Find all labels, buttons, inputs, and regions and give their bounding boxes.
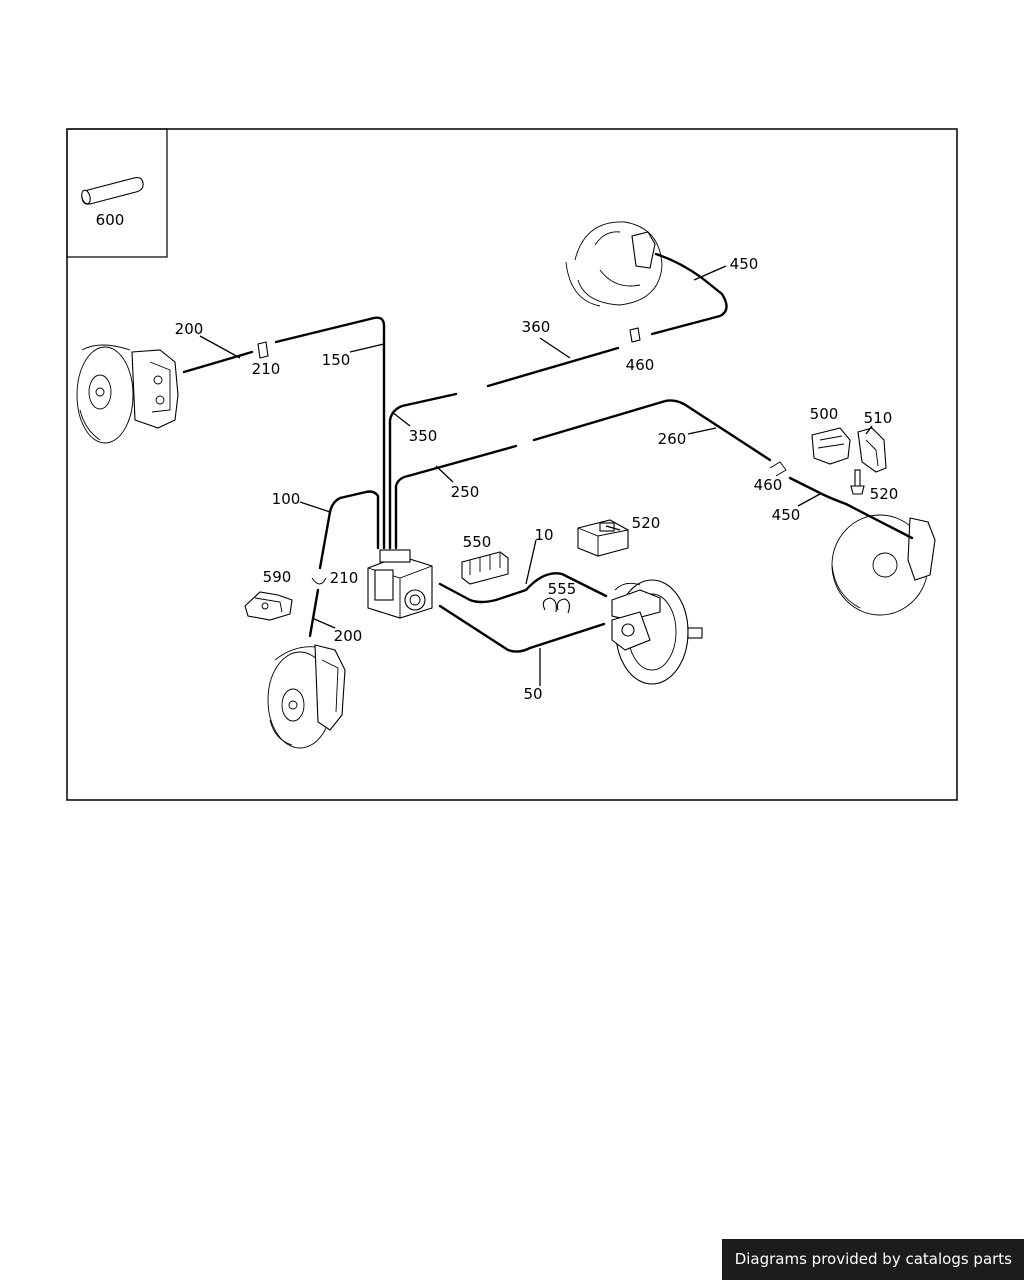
credit-banner: Diagrams provided by catalogs parts: [721, 1239, 1024, 1280]
callout-260: 260: [658, 430, 687, 448]
clamp-555-part: [542, 597, 571, 614]
brake-disc-lower-left: [267, 644, 346, 749]
callout-520-right: 520: [870, 485, 899, 503]
callout-350: 350: [409, 427, 438, 445]
diagram-frame: [66, 128, 958, 801]
callout-210-left: 210: [252, 360, 281, 378]
callout-500: 500: [810, 405, 839, 423]
callout-520-mid: 520: [632, 514, 661, 532]
abs-unit: [367, 549, 433, 619]
callout-labels: 600 200 210 150 360 460 450 350 250 260 …: [96, 211, 899, 703]
sleeve-600-part: [81, 177, 144, 205]
callout-550: 550: [463, 533, 492, 551]
callout-460-right: 460: [754, 476, 783, 494]
callout-600: 600: [96, 211, 125, 229]
bolt-520-part: [850, 469, 865, 495]
holder-550-part: [461, 551, 509, 585]
clip-460-top: [629, 327, 641, 343]
callout-510: 510: [864, 409, 893, 427]
callout-10: 10: [534, 526, 553, 544]
callout-200-left: 200: [175, 320, 204, 338]
clip-460-right: [769, 461, 787, 477]
callout-590: 590: [263, 568, 292, 586]
clip-210-upper: [257, 341, 269, 359]
brake-disc-left: [76, 344, 179, 444]
brake-disc-right: [831, 514, 936, 616]
leader-lines: [199, 265, 873, 686]
callout-50: 50: [523, 685, 542, 703]
brake-pipes: [182, 252, 914, 653]
callout-360: 360: [522, 318, 551, 336]
callout-100: 100: [272, 490, 301, 508]
callout-450-right: 450: [772, 506, 801, 524]
bracket-500-part: [811, 427, 851, 465]
bracket-510-part: [857, 427, 887, 473]
bracket-590-part: [244, 591, 293, 621]
brake-booster: [611, 579, 703, 685]
brake-disc-top-right: [565, 221, 663, 307]
callout-450-top: 450: [730, 255, 759, 273]
callout-150: 150: [322, 351, 351, 369]
callout-250: 250: [451, 483, 480, 501]
bracket-520-part: [577, 519, 629, 557]
callout-555: 555: [548, 580, 577, 598]
callout-460-top: 460: [626, 356, 655, 374]
clip-210-lower: [311, 577, 327, 585]
inset-box: [66, 128, 168, 258]
callout-200-lower: 200: [334, 627, 363, 645]
callout-210-lower: 210: [330, 569, 359, 587]
